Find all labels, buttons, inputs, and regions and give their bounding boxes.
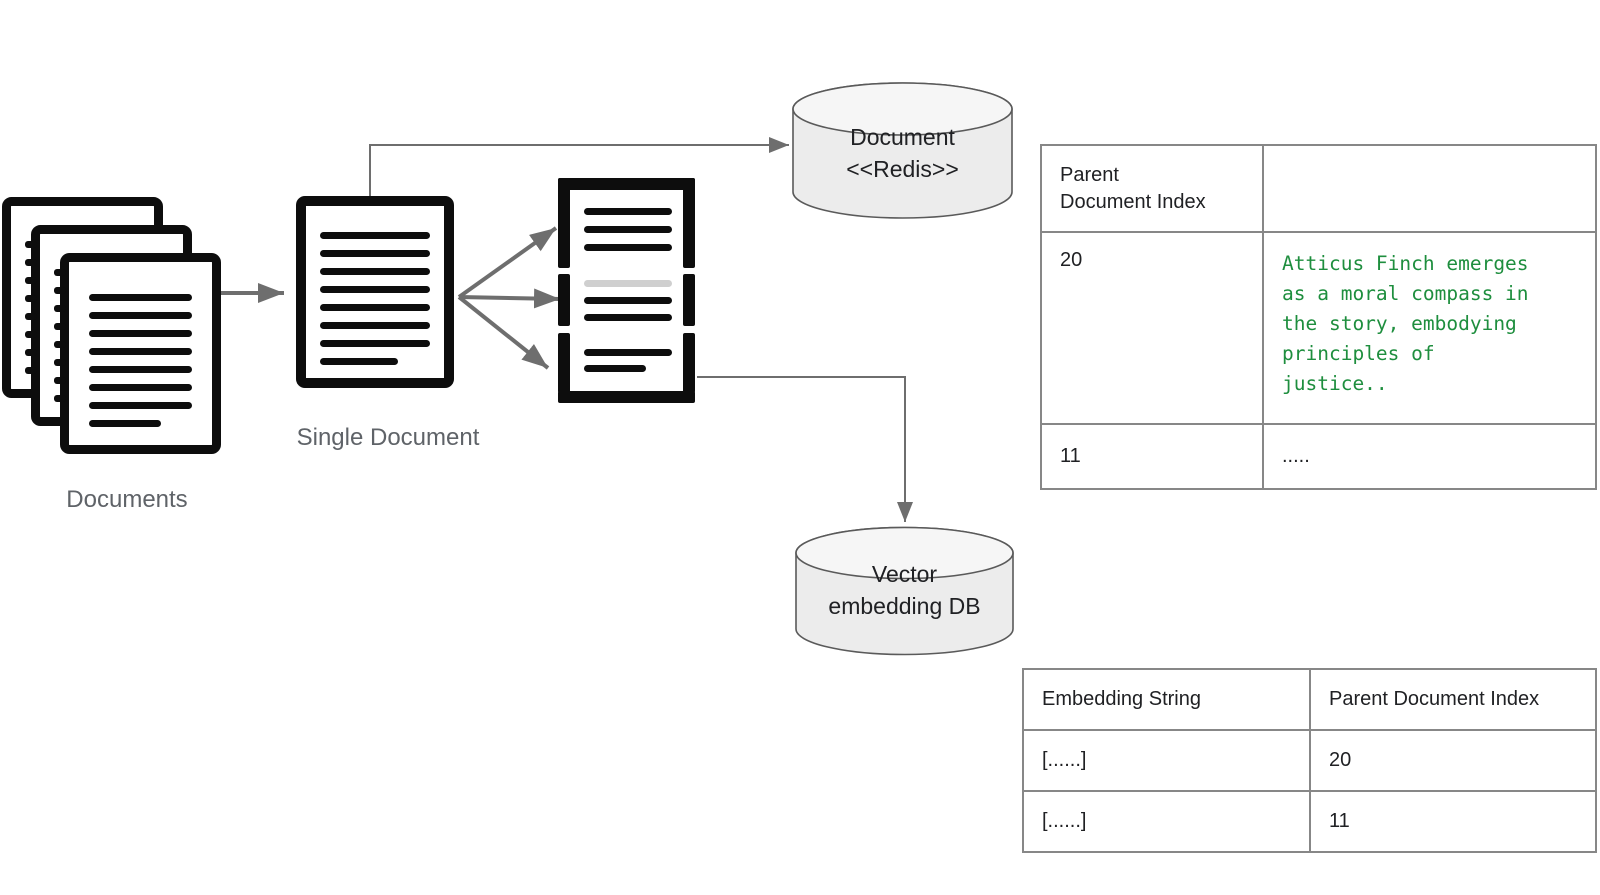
split-arrows — [457, 226, 561, 370]
connector-chunk-to-vectordb — [697, 376, 913, 522]
table-header-row: Embedding String Parent Document Index — [1022, 668, 1597, 731]
parent-index-cell: 11 — [1040, 423, 1264, 490]
parent-document-table: Parent Document Index 20 Atticus Finch e… — [1040, 144, 1597, 490]
parent-doc-index-header: Parent Document Index — [1309, 668, 1597, 731]
embedding-cell: [......] — [1022, 790, 1311, 853]
embedding-string-header: Embedding String — [1022, 668, 1311, 731]
chunk-middle — [558, 274, 695, 326]
table-row: 11 ..... — [1040, 423, 1597, 490]
vector-db-label: Vector embedding DB — [796, 558, 1013, 622]
index-cell: 11 — [1309, 790, 1597, 853]
index-cell: 20 — [1309, 729, 1597, 792]
vector-db-label-line1: Vector — [871, 561, 938, 587]
table-row: 20 Atticus Finch emerges as a moral comp… — [1040, 231, 1597, 425]
parent-content-cell: ..... — [1262, 423, 1597, 490]
redis-db-label-line1: Document — [850, 124, 955, 150]
table-header-row: Parent Document Index — [1040, 144, 1597, 233]
connector-doc-to-redis — [369, 137, 789, 196]
documents-stack-icon — [2, 197, 221, 454]
documents-label: Documents — [66, 486, 188, 513]
parent-content-cell: Atticus Finch emerges as a moral compass… — [1262, 231, 1597, 425]
vector-db-label-line2: embedding DB — [828, 593, 981, 619]
chunk-top — [558, 178, 695, 268]
front-page-text-bars — [89, 294, 192, 427]
embedding-table: Embedding String Parent Document Index [… — [1022, 668, 1597, 853]
chunk-text-preview: Atticus Finch emerges as a moral compass… — [1282, 252, 1529, 395]
single-document-label: Single Document — [296, 424, 480, 451]
back-page-text-stubs — [25, 241, 66, 402]
embedding-cell: [......] — [1022, 729, 1311, 792]
redis-db-label: Document <<Redis>> — [793, 121, 1012, 185]
parent-index-cell: 20 — [1040, 231, 1264, 425]
parent-table-header-col1: Parent Document Index — [1040, 144, 1264, 233]
redis-db-label-line2: <<Redis>> — [846, 156, 959, 182]
parent-table-header-col2 — [1262, 144, 1597, 233]
chunk-bottom — [558, 333, 695, 403]
redis-db-cylinder — [792, 82, 1013, 219]
vector-db-cylinder — [795, 526, 1014, 656]
single-document-icon — [296, 196, 454, 388]
table-row: [......] 20 — [1022, 729, 1597, 792]
table-row: [......] 11 — [1022, 790, 1597, 853]
